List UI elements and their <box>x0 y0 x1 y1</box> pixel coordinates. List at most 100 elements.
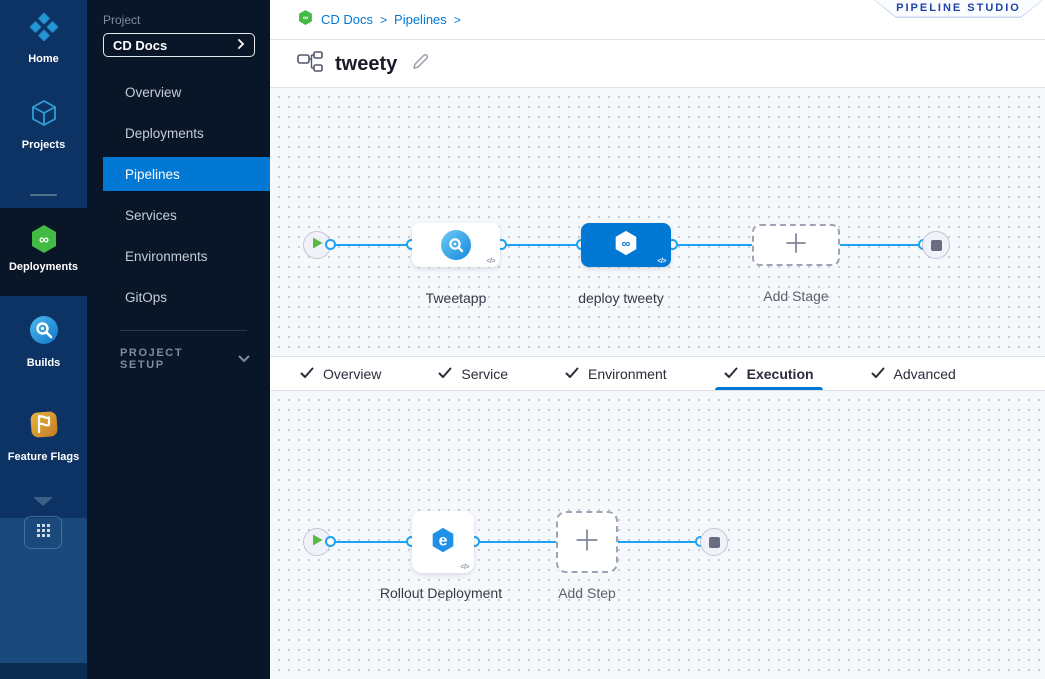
rail-item-feature-flags[interactable]: Feature Flags <box>0 408 87 463</box>
rail-bottom-section <box>0 518 87 663</box>
rail-item-label: Projects <box>21 139 66 151</box>
code-icon: </> <box>657 258 666 265</box>
code-icon: </> <box>460 564 469 571</box>
svg-text:∞: ∞ <box>39 231 49 247</box>
connector-line <box>501 244 581 246</box>
check-icon <box>438 366 452 382</box>
play-icon <box>312 236 323 254</box>
play-icon <box>312 533 323 551</box>
rail-item-label: Home <box>28 53 59 65</box>
add-step-label: Add Step <box>558 585 616 601</box>
add-stage-label: Add Stage <box>763 288 829 304</box>
tab-service[interactable]: Service <box>438 357 508 390</box>
connector-line <box>330 244 411 246</box>
sidebar-divider <box>120 330 247 331</box>
code-icon: </> <box>486 258 495 265</box>
rail-item-home[interactable]: Home <box>0 12 87 65</box>
tab-overview[interactable]: Overview <box>300 357 381 390</box>
builds-icon <box>28 314 60 351</box>
sidebar-item-label: Environments <box>125 249 208 264</box>
sidebar-item-gitops[interactable]: GitOps <box>87 277 270 318</box>
stage-label: deploy tweety <box>578 290 664 306</box>
tab-label: Environment <box>588 365 667 382</box>
tab-execution[interactable]: Execution <box>714 357 823 390</box>
sidebar-menu: Overview Deployments Pipelines Services … <box>87 72 270 318</box>
sidebar-item-label: Deployments <box>125 126 204 141</box>
sidebar-item-label: Services <box>125 208 177 223</box>
breadcrumb: ∞ CD Docs > Pipelines > <box>270 0 1045 40</box>
add-stage-button[interactable] <box>752 224 840 266</box>
step-label: Rollout Deployment <box>379 585 503 601</box>
module-rail: Home Projects ∞ Deployments <box>0 0 87 679</box>
connector-line <box>840 244 923 246</box>
deployments-icon: ∞ <box>28 223 60 255</box>
rail-item-builds[interactable]: Builds <box>0 314 87 369</box>
tab-label: Service <box>461 365 509 382</box>
tab-advanced[interactable]: Advanced <box>871 357 956 390</box>
module-grid-button[interactable] <box>24 516 62 549</box>
stage-canvas[interactable]: </> Tweetapp ∞ </> deploy tweety <box>270 88 1045 356</box>
rollout-deployment-icon: e <box>428 525 458 560</box>
chevron-down-icon <box>238 350 250 368</box>
tab-label: Advanced <box>893 365 956 382</box>
pipeline-title: tweety <box>335 52 398 75</box>
sidebar-item-label: Overview <box>125 85 182 100</box>
sidebar-item-label: GitOps <box>125 290 168 305</box>
connector-line <box>330 541 411 543</box>
plus-icon <box>785 232 807 259</box>
svg-text:e: e <box>439 532 448 549</box>
sidebar-item-pipelines[interactable]: Pipelines <box>103 157 270 191</box>
tab-label: Execution <box>746 365 814 382</box>
stage-label: Tweetapp <box>425 290 487 306</box>
rail-collapse-chevron-icon[interactable] <box>33 497 53 506</box>
execution-end-node[interactable] <box>700 528 728 556</box>
connector-line <box>618 541 700 543</box>
check-icon <box>565 366 579 382</box>
connector-line <box>672 244 752 246</box>
svg-text:∞: ∞ <box>303 13 308 22</box>
breadcrumb-link-pipelines[interactable]: Pipelines <box>394 12 447 27</box>
step-node-rollout-deployment[interactable]: e </> <box>412 511 474 573</box>
stage-node-tweetapp[interactable]: </> <box>412 223 500 267</box>
grid-icon <box>36 523 50 542</box>
active-tab-underline <box>714 387 823 390</box>
breadcrumb-link-project[interactable]: CD Docs <box>321 12 374 27</box>
main-content: ∞ CD Docs > Pipelines > PIPELINE STUDIO <box>270 0 1045 679</box>
project-label: Project <box>103 13 141 27</box>
feature-flags-icon <box>28 408 60 445</box>
tab-environment[interactable]: Environment <box>565 357 667 390</box>
sidebar-item-label: Pipelines <box>125 166 180 182</box>
rail-item-projects[interactable]: Projects <box>0 98 87 151</box>
execution-canvas[interactable]: e </> Rollout Deployment Add Step <box>270 391 1045 679</box>
rail-bottom-strip <box>0 663 87 679</box>
pipeline-title-bar: tweety VISUAL YAML <box>270 41 1045 118</box>
rail-item-label: Feature Flags <box>7 451 80 463</box>
stage-node-deploy-tweety[interactable]: ∞ </> <box>581 223 671 267</box>
stop-icon <box>930 239 942 251</box>
rail-item-deployments[interactable]: ∞ Deployments <box>0 223 87 273</box>
sidebar-item-overview[interactable]: Overview <box>87 72 270 113</box>
sidebar-item-deployments[interactable]: Deployments <box>87 113 270 154</box>
check-icon <box>871 366 885 382</box>
rail-item-label: Builds <box>26 357 61 369</box>
rail-divider <box>30 194 57 196</box>
breadcrumb-separator: > <box>453 12 461 27</box>
project-setup-section[interactable]: PROJECT SETUP <box>120 347 250 371</box>
connector-port[interactable] <box>325 536 336 547</box>
build-stage-icon <box>441 230 471 260</box>
chevron-right-icon <box>237 36 245 54</box>
project-sidebar: Project CD Docs Overview Deployments Pip… <box>87 0 270 679</box>
pipeline-studio-badge: PIPELINE STUDIO <box>874 0 1043 18</box>
sidebar-item-environments[interactable]: Environments <box>87 236 270 277</box>
add-step-button[interactable] <box>556 511 618 573</box>
project-selector[interactable]: CD Docs <box>103 33 255 57</box>
plus-icon <box>575 528 599 557</box>
pipeline-studio-badge-label: PIPELINE STUDIO <box>896 2 1021 15</box>
connector-port[interactable] <box>325 239 336 250</box>
sidebar-item-services[interactable]: Services <box>87 195 270 236</box>
edit-pencil-icon[interactable] <box>411 52 430 76</box>
pipeline-end-node[interactable] <box>922 231 950 259</box>
check-icon <box>300 366 314 382</box>
home-icon <box>29 12 59 47</box>
